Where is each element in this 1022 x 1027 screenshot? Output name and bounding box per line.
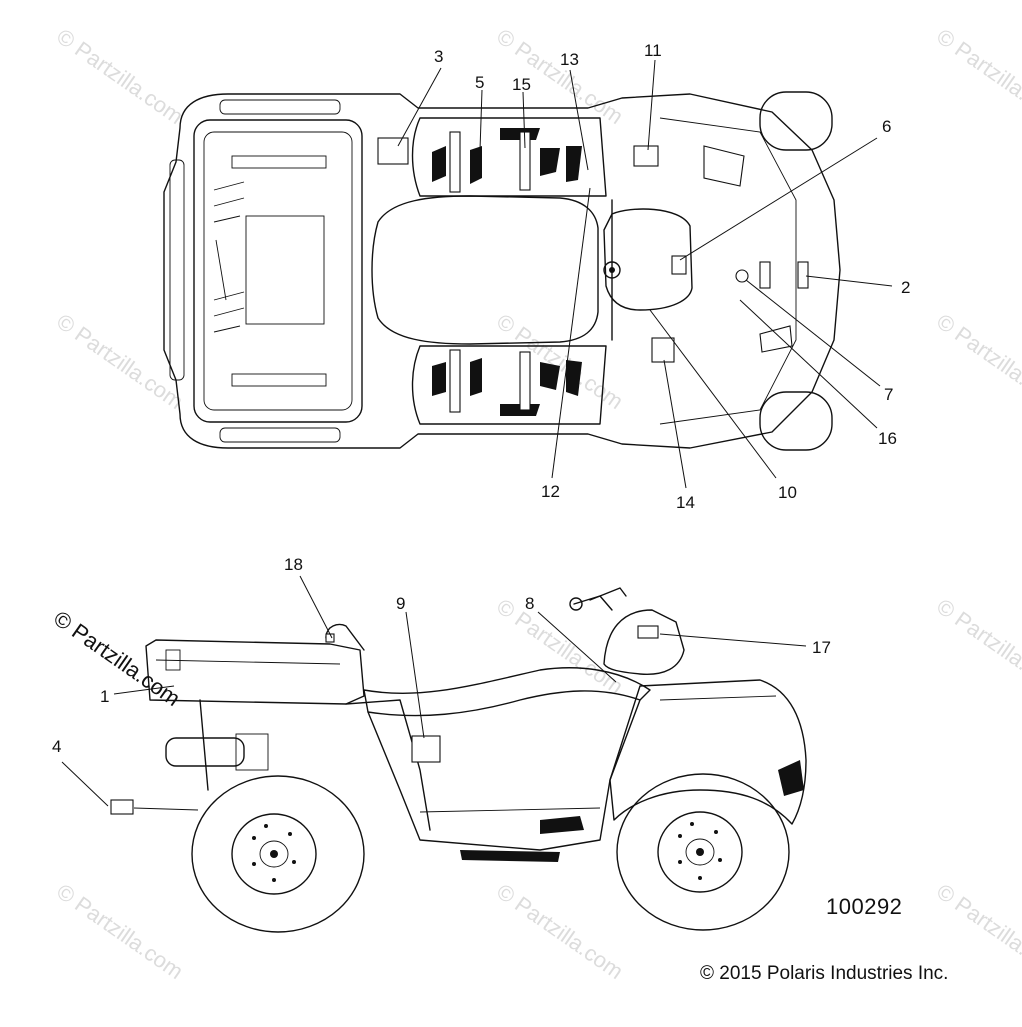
watermark: © Partzilla.com [492,309,628,415]
decal-17 [637,625,659,639]
watermark: © Partzilla.com [932,309,1022,415]
side-view-leaders [61,575,807,811]
watermark-layer: © Partzilla.com © Partzilla.com © Partzi… [49,24,1022,985]
copyright-notice: © 2015 Polaris Industries Inc. [700,963,949,984]
top-view-callouts: 3 5 15 13 11 6 2 7 16 10 14 12 [434,41,910,512]
atv-side-view [110,587,807,933]
top-view-leaders [397,59,893,489]
decal-fender-right [759,325,793,353]
watermark: © Partzilla.com [52,24,188,130]
callout-12: 12 [541,482,560,501]
side-view-callouts: 18 9 8 17 1 4 [52,555,831,756]
decal-14 [651,337,675,363]
decal-2a [759,261,771,289]
decal-9 [411,735,441,763]
callout-10: 10 [778,483,797,502]
callout-17: 17 [812,638,831,657]
decal-3 [377,137,409,165]
decal-2b [797,261,809,289]
callout-9: 9 [396,594,405,613]
decal-7 [735,269,749,283]
decal-11 [633,145,659,167]
decal-6 [671,255,687,275]
callout-5: 5 [475,73,484,92]
callout-15: 15 [512,75,531,94]
decal-4 [110,799,134,815]
callout-1: 1 [100,687,109,706]
callout-13: 13 [560,50,579,69]
callout-8: 8 [525,594,534,613]
callout-3: 3 [434,47,443,66]
watermark: © Partzilla.com [52,309,188,415]
callout-16: 16 [878,429,897,448]
watermark-dark: © Partzilla.com [49,606,185,712]
watermark: © Partzilla.com [932,24,1022,130]
callout-18: 18 [284,555,303,574]
atv-top-view [163,91,841,451]
callout-11: 11 [644,41,662,60]
watermark: © Partzilla.com [492,879,628,985]
watermark: © Partzilla.com [932,594,1022,700]
decal-fender-left [703,145,745,187]
callout-14: 14 [676,493,695,512]
callout-7: 7 [884,385,893,404]
callout-4: 4 [52,737,61,756]
watermark: © Partzilla.com [52,879,188,985]
callout-2: 2 [901,278,910,297]
watermark: © Partzilla.com [492,594,628,700]
diagram-number: 100292 [826,894,903,919]
callout-6: 6 [882,117,891,136]
